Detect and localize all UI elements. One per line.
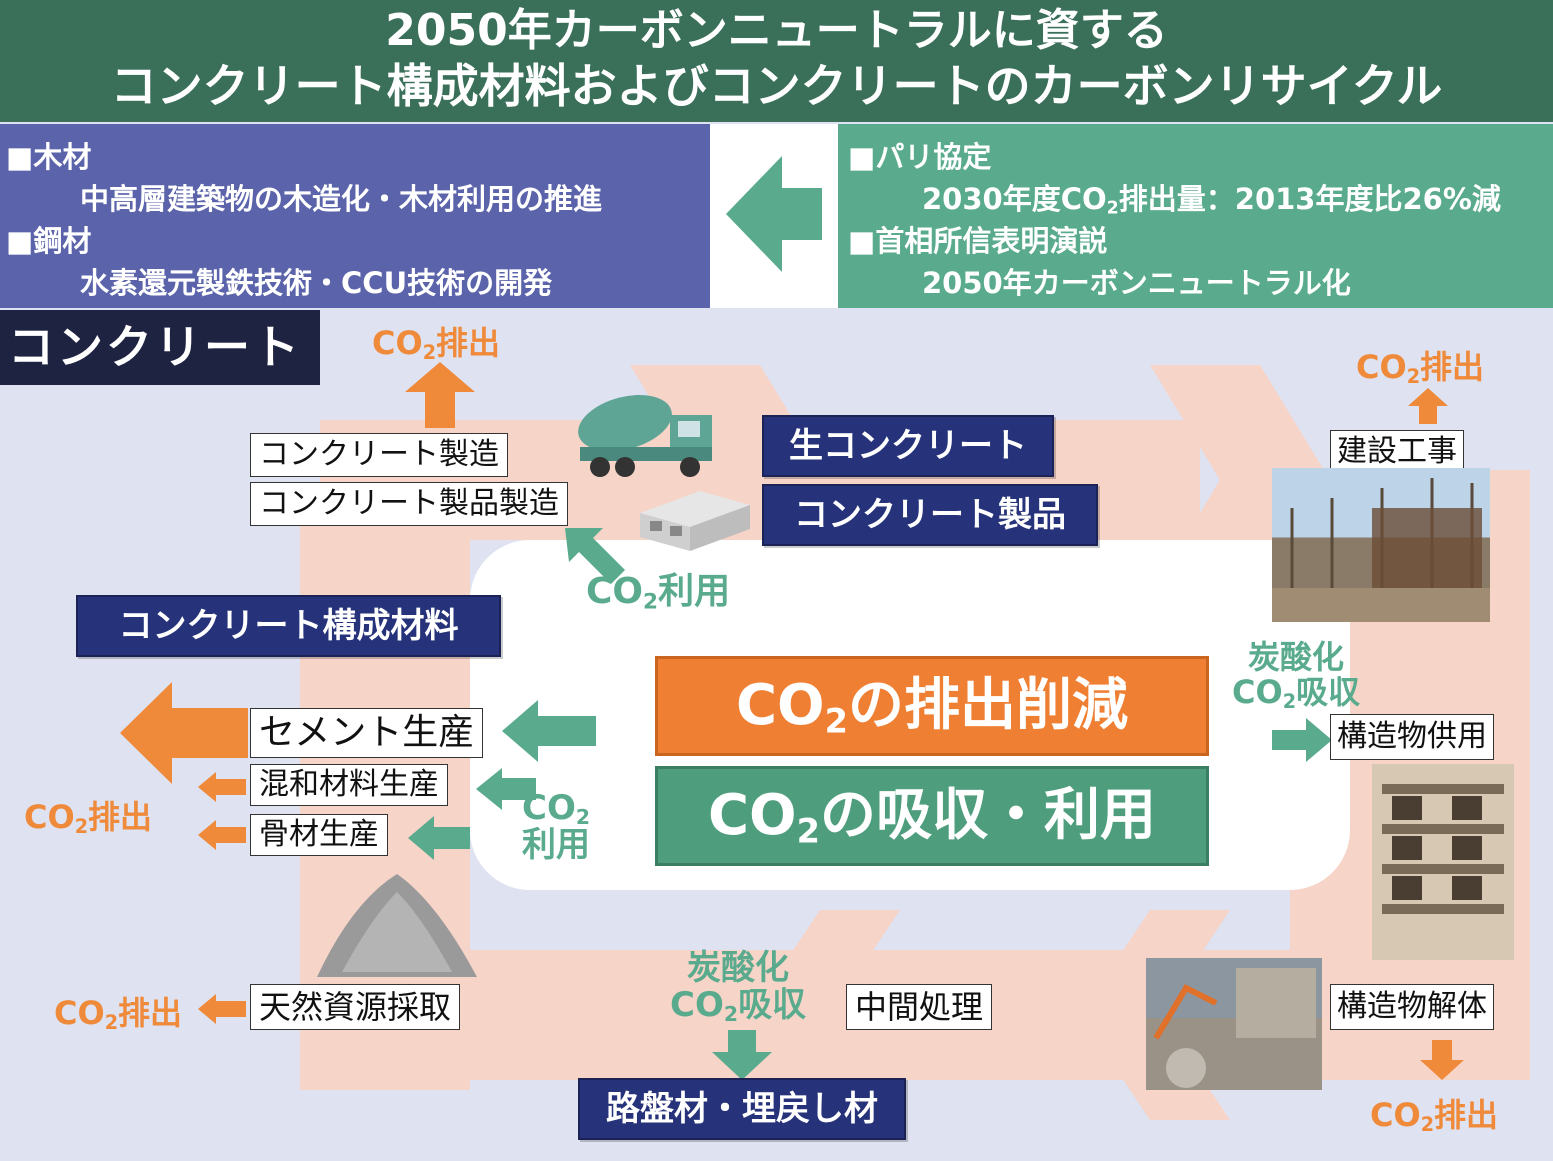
wood-heading: ■木材 [6,140,92,174]
down-arrow-icon [712,1030,772,1080]
process-admixture-production: 混和材料生産 [250,764,448,806]
policy-panel-targets: ■パリ協定 2030年度CO2排出量：2013年度比26%減 ■首相所信表明演説… [838,124,1553,308]
demolition-photo [1146,958,1322,1090]
product-concrete-products: コンクリート製品 [762,484,1098,546]
process-natural-resource-extraction: 天然資源採取 [250,984,461,1030]
orange-left-arrow-icon [198,994,246,1024]
title-line-2: コンクリート構成材料およびコンクリートのカーボンリサイクル [110,59,1443,113]
down-arrow-icon [1420,1040,1464,1080]
diagonal-arrow-icon [565,528,625,584]
paris-heading: ■パリ協定 [848,140,992,174]
process-structure-demolition: 構造物解体 [1330,984,1494,1030]
co2-emission-label: CO2排出 [1370,1096,1499,1136]
left-arrow-icon [726,156,822,272]
product-ready-mixed-concrete: 生コンクリート [762,415,1054,477]
process-intermediate-treatment: 中間処理 [846,984,993,1030]
wood-text: 中高層建築物の木造化・木材利用の推進 [80,182,603,216]
mixer-truck-icon [578,394,712,477]
process-cement-production: セメント生産 [250,708,484,758]
policy-panel-materials: ■木材 中高層建築物の木造化・木材利用の推進 ■鋼材 水素還元製鉄技術・CCU技… [0,124,710,308]
construction-site-photo [1272,468,1490,622]
steel-heading: ■鋼材 [6,224,92,258]
product-concrete-constituent-materials: コンクリート構成材料 [76,595,501,657]
pm-speech-heading: ■首相所信表明演説 [848,224,1108,258]
co2-emission-label: CO2排出 [24,798,153,838]
pm-speech-text: 2050年カーボンニュートラル化 [922,266,1351,300]
green-left-arrow-icon [476,768,536,810]
green-left-arrow-icon [502,700,596,762]
green-left-arrow-icon [408,816,470,860]
process-aggregate-production: 骨材生産 [250,814,388,856]
gravel-pile-icon [317,874,477,977]
policy-gap [710,124,838,308]
up-arrow-icon [405,362,475,428]
center-co2-emission-reduction: CO2の排出削減 [655,656,1209,756]
process-concrete-manufacturing: コンクリート製造 [250,433,508,477]
steel-text: 水素還元製鉄技術・CCU技術の開発 [80,266,553,300]
co2-emission-label: CO2排出 [54,994,183,1034]
title-line-1: 2050年カーボンニュートラルに資する [385,5,1168,56]
big-left-arrow-icon [120,682,248,784]
process-concrete-product-manufacturing: コンクリート製品製造 [250,482,568,526]
apartment-building-photo [1372,764,1514,960]
paris-text: 2030年度CO2排出量：2013年度比26%減 [922,182,1501,219]
process-construction-work: 建設工事 [1330,430,1464,474]
section-label-concrete: コンクリート [0,310,320,385]
product-roadbed-backfill: 路盤材・埋戻し材 [578,1078,906,1140]
orange-left-arrow-icon [198,772,246,802]
co2-emission-label: CO2排出 [1356,348,1485,388]
center-co2-absorption-utilization: CO2の吸収・利用 [655,766,1209,866]
co2-utilization-label-top: CO2利用 [586,571,731,615]
process-structure-in-service: 構造物供用 [1330,714,1494,760]
title-bar: 2050年カーボンニュートラルに資する コンクリート構成材料およびコンクリートの… [0,0,1553,122]
green-right-arrow-icon [1272,718,1332,762]
concrete-block-icon [640,491,750,551]
orange-left-arrow-icon [198,820,246,850]
co2-emission-label: CO2排出 [372,324,501,364]
up-arrow-icon [1408,388,1448,424]
